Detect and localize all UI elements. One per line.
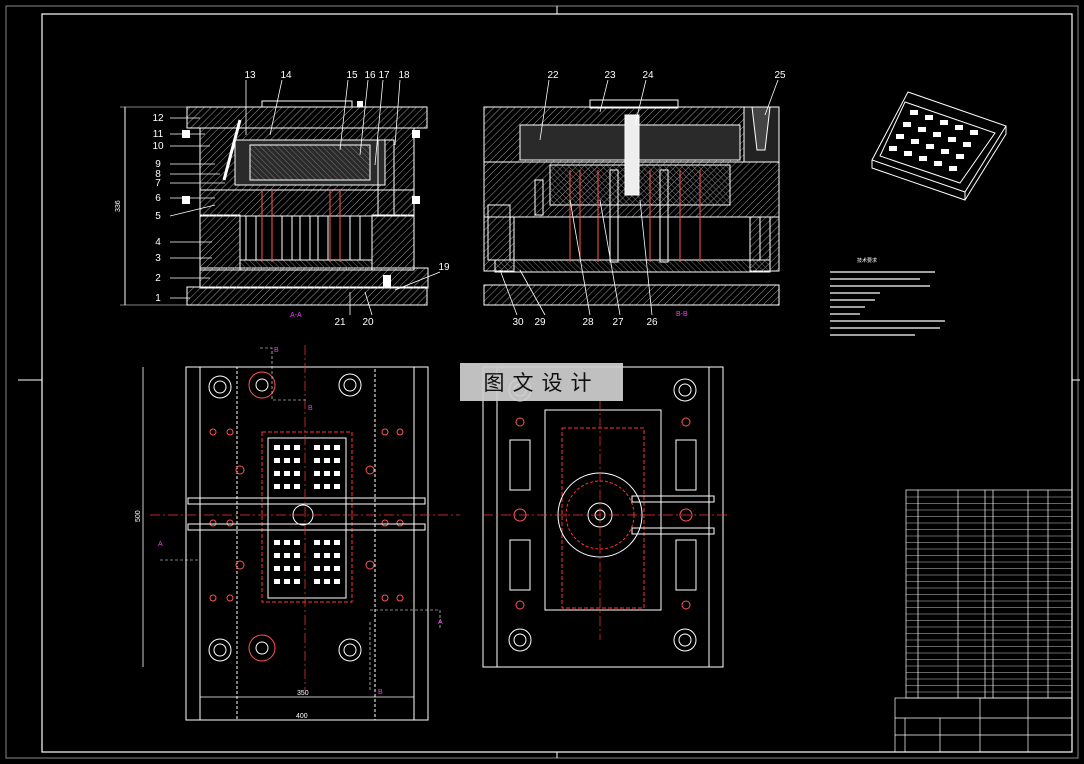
- callout-number: 21: [334, 317, 346, 328]
- section-view-bb: B-B: [483, 99, 780, 318]
- dim-depth: 500: [135, 510, 142, 522]
- section-label-aa: A-A: [290, 312, 302, 319]
- callout-number: 5: [155, 211, 161, 222]
- callout-number: 25: [774, 70, 786, 81]
- callout-number: 20: [362, 317, 374, 328]
- plan-view-right: [482, 366, 730, 668]
- callout-number: 19: [438, 262, 450, 273]
- callout-number: 10: [152, 141, 164, 152]
- tech-notes-title: 技术要求: [857, 257, 877, 264]
- callouts-right: [499, 79, 779, 316]
- callout-number: 27: [612, 317, 624, 328]
- callout-number: 1: [155, 293, 161, 304]
- product-isometric-view: [871, 91, 1007, 201]
- callout-number: 16: [364, 70, 376, 81]
- dim-width-inner: 350: [297, 690, 309, 697]
- section-view-aa: 336 A-A: [115, 100, 429, 319]
- callout-number: 3: [155, 253, 161, 264]
- view-mark-b-top: B: [274, 347, 279, 354]
- outer-frame: [5, 5, 1079, 759]
- callout-number: 29: [534, 317, 546, 328]
- callout-number: 13: [244, 70, 256, 81]
- callout-number: 4: [155, 237, 161, 248]
- callout-number: 14: [280, 70, 292, 81]
- callout-number: 26: [646, 317, 658, 328]
- plan-view-left: A A B B B 500 350 400: [135, 345, 460, 721]
- callout-number: 18: [398, 70, 410, 81]
- view-mark-b-bottom: B: [378, 689, 383, 696]
- view-mark-a-right: A: [438, 619, 443, 626]
- callout-number: 28: [582, 317, 594, 328]
- technical-requirements: 技术要求: [830, 257, 945, 336]
- callouts-left: [169, 79, 441, 316]
- callout-number: 12: [152, 113, 164, 124]
- callout-number: 24: [642, 70, 654, 81]
- callout-number: 8: [155, 169, 161, 180]
- callout-number: 15: [346, 70, 358, 81]
- dim-width-outer: 400: [296, 713, 308, 720]
- callout-labels-right: 22 23 24 25 30 29 28 27 26: [512, 70, 786, 328]
- callout-number: 22: [547, 70, 559, 81]
- callout-number: 11: [153, 129, 164, 140]
- view-mark-b-mid: B: [308, 405, 313, 412]
- callout-number: 7: [155, 178, 161, 189]
- callout-number: 30: [512, 317, 524, 328]
- view-mark-a-left: A: [158, 541, 163, 548]
- callout-number: 9: [155, 159, 161, 170]
- watermark-banner: 图文设计: [460, 363, 623, 401]
- bill-of-materials-table: [894, 489, 1073, 753]
- dim-height: 336: [115, 200, 122, 212]
- callout-number: 2: [155, 273, 161, 284]
- callout-number: 23: [604, 70, 616, 81]
- callout-number: 6: [155, 193, 161, 204]
- section-label-bb: B-B: [676, 311, 688, 318]
- callout-number: 17: [378, 70, 390, 81]
